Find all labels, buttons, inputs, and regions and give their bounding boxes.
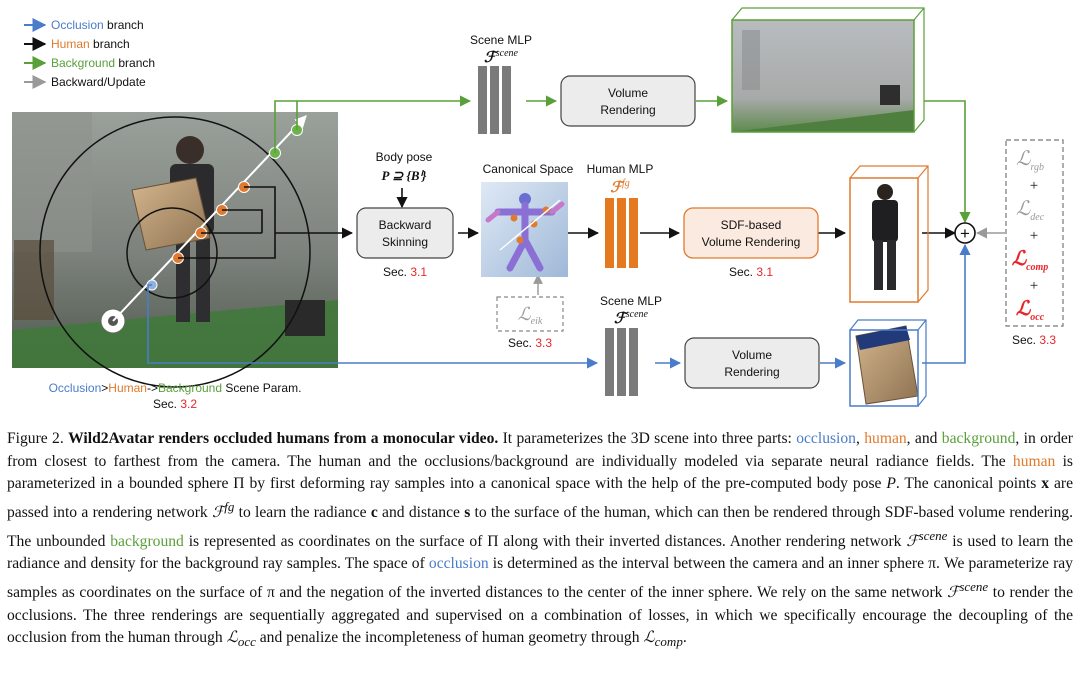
svg-text:Occlusion branch: Occlusion branch bbox=[51, 18, 144, 32]
loss-comp: ℒcomp bbox=[1012, 248, 1049, 273]
losses-box: ℒrgb + ℒdec + ℒcomp + ℒocc bbox=[1005, 139, 1064, 327]
sec-3-2-label: Sec. 3.2 bbox=[153, 397, 197, 410]
eik-loss-box: ℒeik bbox=[496, 296, 564, 332]
sec-3-1-sdf: Sec. 3.1 bbox=[729, 265, 773, 279]
scene-mlp-top-bars bbox=[478, 66, 511, 134]
svg-text:Rendering: Rendering bbox=[724, 365, 779, 379]
svg-text:SDF-based: SDF-based bbox=[721, 218, 782, 232]
caption-background: background bbox=[110, 532, 184, 550]
svg-text:Backward/Update: Backward/Update bbox=[51, 75, 146, 89]
caption-occlusion: occlusion bbox=[796, 430, 856, 447]
svg-text:Rendering: Rendering bbox=[600, 103, 655, 117]
body-pose-formula: P ⊇ {Bⁱ} bbox=[382, 168, 427, 183]
input-photo bbox=[12, 112, 338, 388]
scene-mlp-bottom-symbol: ℱscene bbox=[614, 309, 649, 327]
sec-3-3-eik: Sec. 3.3 bbox=[508, 336, 552, 350]
svg-text:+: + bbox=[1030, 228, 1038, 244]
outer-sphere bbox=[39, 116, 311, 388]
aggregate-plus-node: + bbox=[954, 222, 976, 244]
human-render-output bbox=[849, 165, 929, 303]
occlusion-connectors bbox=[147, 243, 971, 369]
caption-human: human bbox=[864, 430, 907, 447]
background-render-output bbox=[731, 7, 925, 133]
legend-human: Human branch bbox=[24, 37, 130, 51]
scene-mlp-bottom-label: Scene MLP bbox=[600, 294, 662, 308]
backward-skinning-box: Backward Skinning bbox=[356, 207, 454, 259]
human-mlp-bars bbox=[605, 198, 638, 268]
box-occluder bbox=[131, 177, 211, 251]
speaker-object bbox=[285, 300, 325, 336]
volume-rendering-bottom-box: Volume Rendering bbox=[684, 337, 820, 389]
scene-param-label: Occlusion>Human->Background Scene Param. bbox=[49, 381, 302, 395]
svg-text:+: + bbox=[1030, 178, 1038, 194]
caption-human: human bbox=[1012, 452, 1056, 470]
background-connectors bbox=[274, 95, 971, 224]
svg-text:+: + bbox=[960, 224, 970, 243]
svg-text:ℒeik: ℒeik bbox=[518, 304, 543, 327]
legend-backward: Backward/Update bbox=[24, 75, 146, 89]
loss-occ: ℒocc bbox=[1016, 298, 1045, 323]
legend-occlusion: Occlusion branch bbox=[24, 18, 144, 32]
caption-background: background bbox=[941, 430, 1016, 447]
caption-occlusion: occlusion bbox=[428, 555, 489, 573]
figure-caption: Figure 2. Wild2Avatar renders occluded h… bbox=[7, 430, 1073, 650]
svg-text:Volume Rendering: Volume Rendering bbox=[702, 235, 801, 249]
inner-sphere bbox=[126, 207, 218, 299]
svg-text:Human branch: Human branch bbox=[51, 37, 130, 51]
canonical-space-label: Canonical Space bbox=[483, 162, 574, 176]
method-figure: Occlusion branch Human branch Background… bbox=[12, 7, 1064, 410]
sdf-rendering-box: SDF-based Volume Rendering bbox=[683, 207, 819, 259]
loss-rgb: ℒrgb bbox=[1016, 148, 1044, 173]
sec-3-1-skinning: Sec. 3.1 bbox=[383, 265, 427, 279]
caption-title: Wild2Avatar renders occluded humans from… bbox=[68, 430, 499, 447]
human-mlp-label: Human MLP bbox=[587, 162, 654, 176]
occlusion-render-output bbox=[849, 319, 927, 407]
legend: Occlusion branch Human branch Background… bbox=[24, 18, 155, 89]
scene-mlp-top-label: Scene MLP bbox=[470, 33, 532, 47]
sec-3-3-losses: Sec. 3.3 bbox=[1012, 333, 1056, 347]
svg-text:Volume: Volume bbox=[732, 348, 772, 362]
svg-text:+: + bbox=[1030, 278, 1038, 294]
svg-text:Skinning: Skinning bbox=[382, 235, 428, 249]
canonical-space-image bbox=[481, 182, 568, 277]
scene-mlp-bottom-bars bbox=[605, 328, 638, 396]
scene-mlp-top-symbol: ℱscene bbox=[484, 48, 519, 66]
svg-text:Background branch: Background branch bbox=[51, 56, 155, 70]
svg-text:Backward: Backward bbox=[379, 218, 432, 232]
loss-dec: ℒdec bbox=[1016, 198, 1045, 223]
legend-background: Background branch bbox=[24, 56, 155, 70]
body-pose-label: Body pose bbox=[376, 150, 433, 164]
figure-label: Figure 2. bbox=[7, 430, 69, 447]
human-mlp-symbol: ℱfg bbox=[610, 178, 630, 196]
svg-text:Volume: Volume bbox=[608, 86, 648, 100]
human-connectors bbox=[178, 186, 957, 259]
volume-rendering-top-box: Volume Rendering bbox=[560, 75, 696, 127]
